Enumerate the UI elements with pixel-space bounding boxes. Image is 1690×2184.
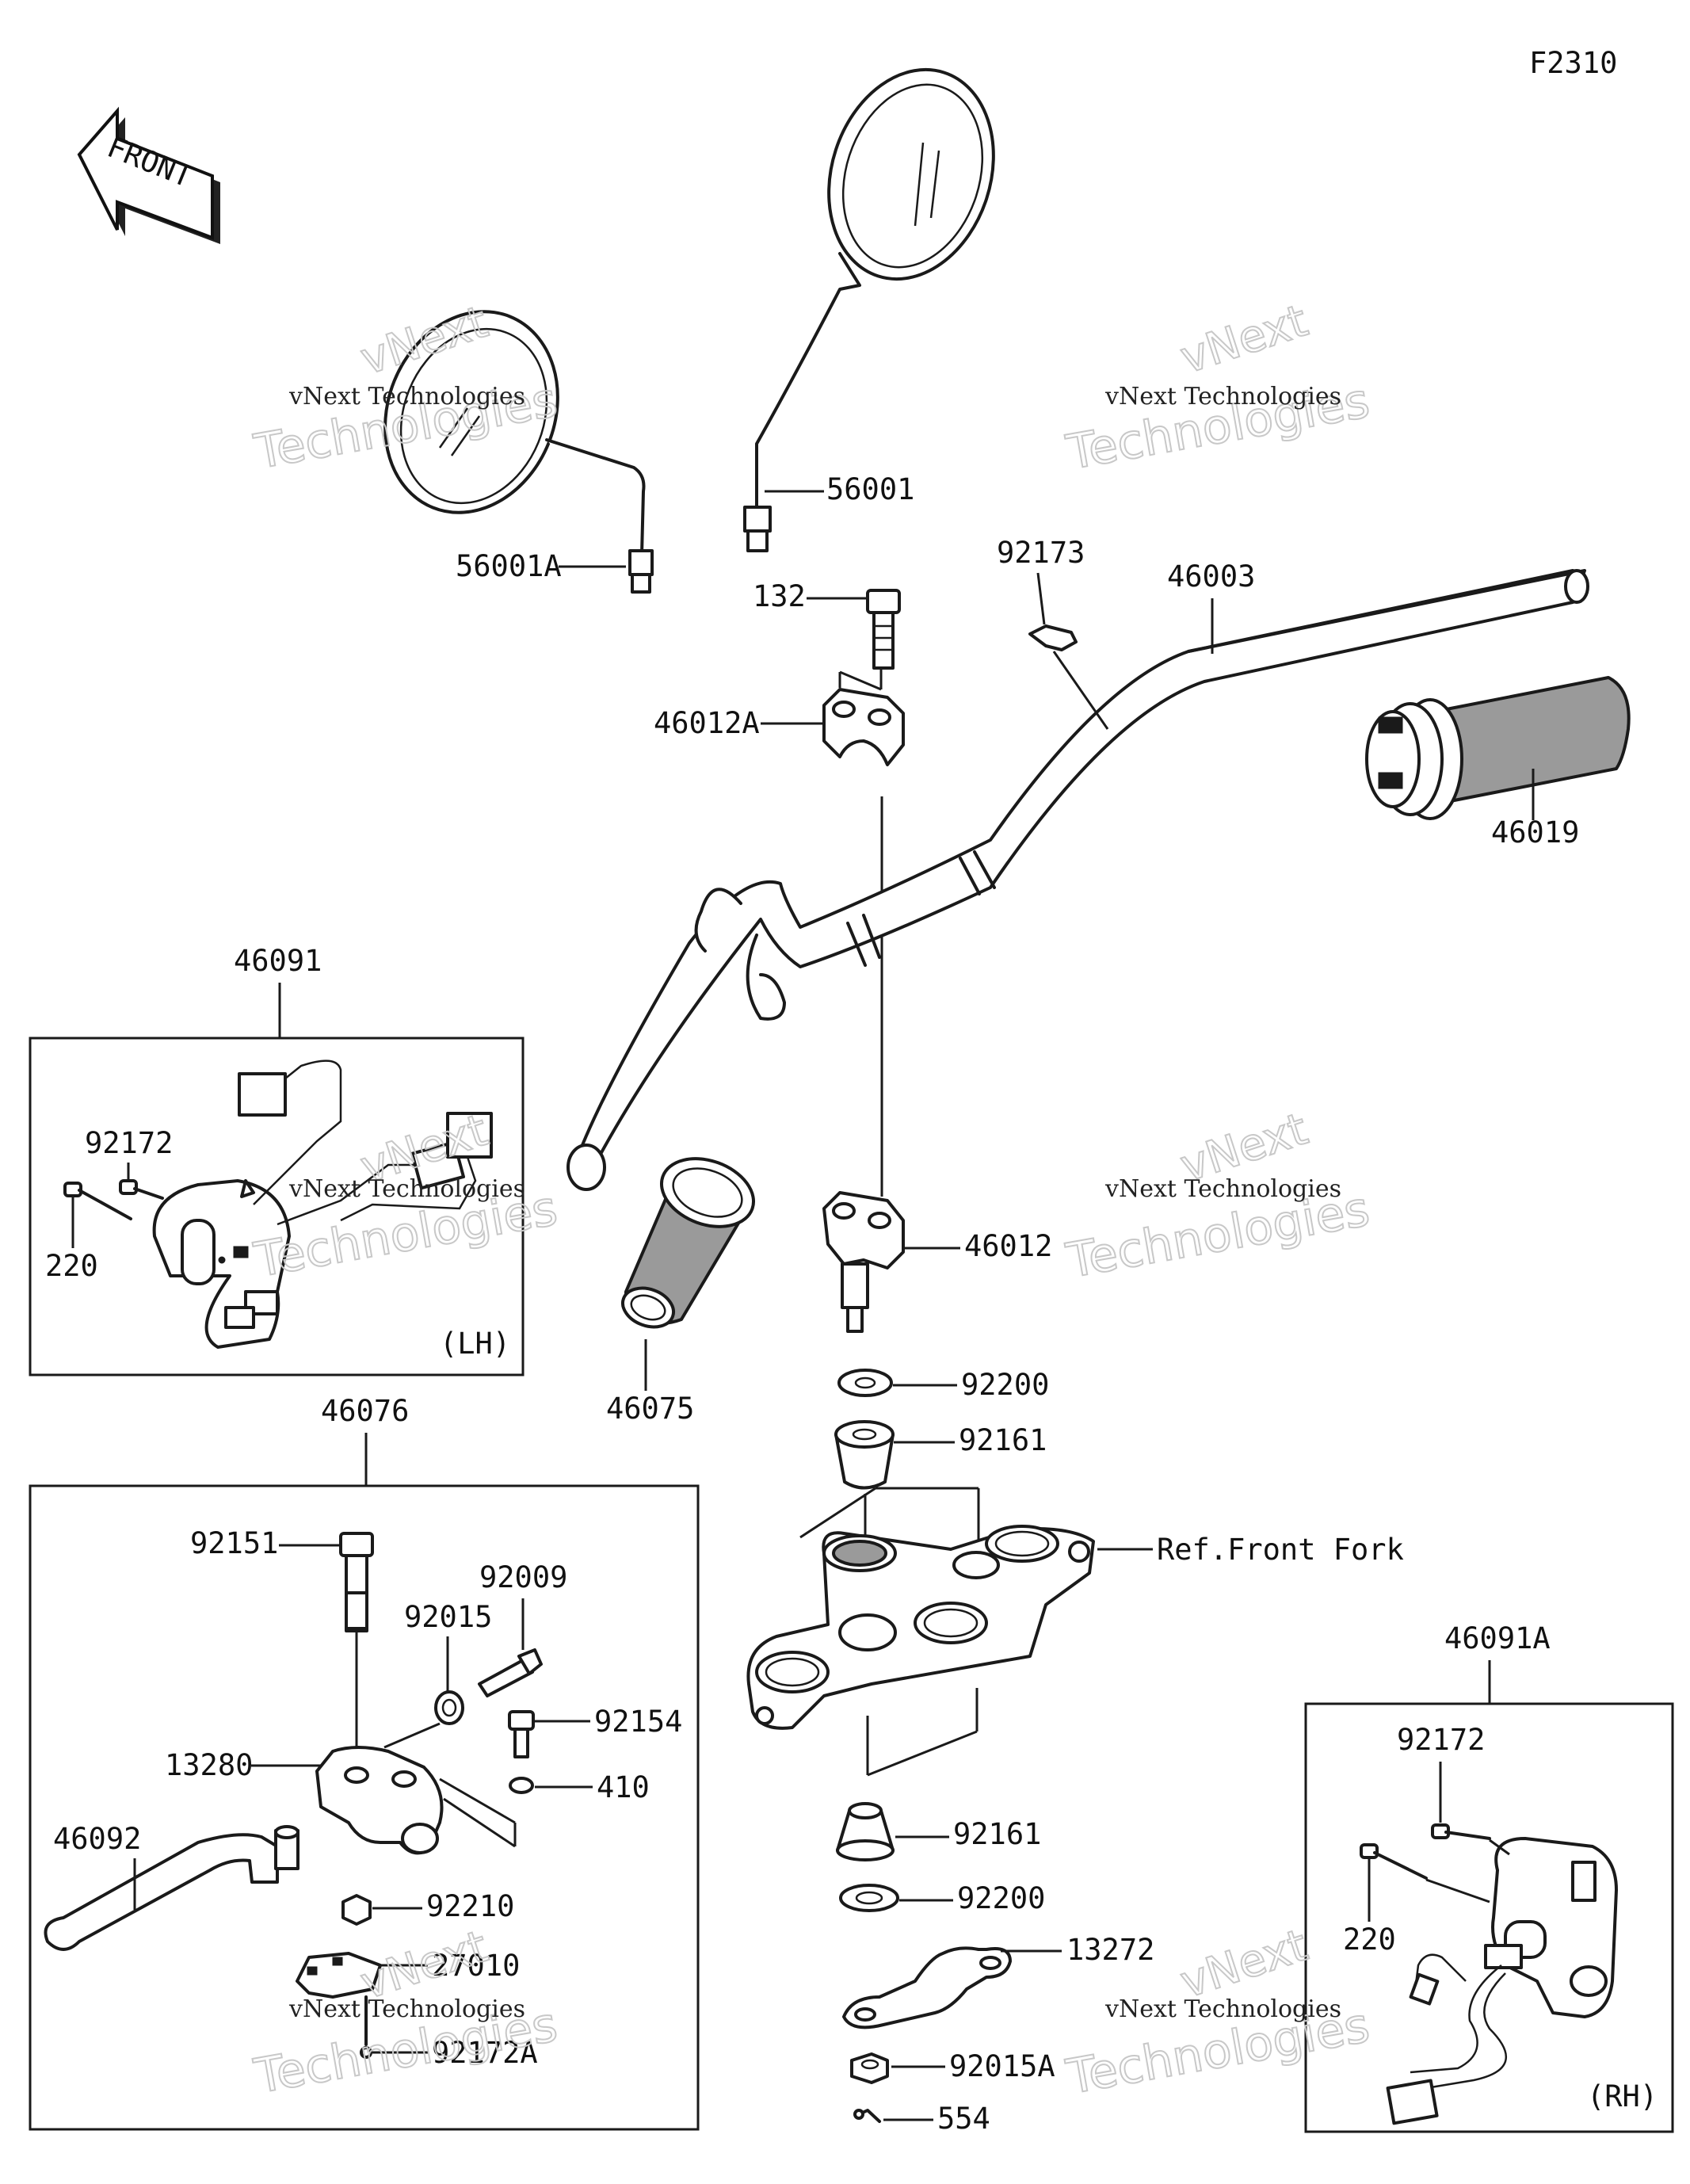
nut-92015A bbox=[850, 2052, 889, 2084]
label-46075: 46075 bbox=[606, 1392, 694, 1426]
screw-92154 bbox=[508, 1710, 535, 1758]
label-92015: 92015 bbox=[404, 1600, 492, 1634]
handlebar-46003 bbox=[567, 569, 1589, 1191]
label-92210: 92210 bbox=[426, 1889, 514, 1923]
label-92161-bottom: 92161 bbox=[953, 1817, 1041, 1851]
label-46012A: 46012A bbox=[654, 706, 760, 740]
left-grip-46075 bbox=[621, 1157, 756, 1329]
washer-92200-bottom bbox=[839, 1884, 899, 1912]
label-rh: (RH) bbox=[1587, 2079, 1658, 2113]
svg-text:vNext Technologies: vNext Technologies bbox=[1104, 1175, 1341, 1203]
label-46091A: 46091A bbox=[1444, 1621, 1551, 1655]
bolt-92151 bbox=[339, 1532, 374, 1632]
box-lever-assembly bbox=[29, 1484, 700, 2131]
box-lh-switch bbox=[29, 1037, 525, 1376]
svg-text:vNext: vNext bbox=[1174, 295, 1314, 384]
label-92161-top: 92161 bbox=[959, 1423, 1047, 1457]
screw-92172A bbox=[360, 1995, 372, 2059]
label-92173: 92173 bbox=[997, 536, 1085, 570]
label-46092: 46092 bbox=[53, 1822, 141, 1856]
watermark-3: vNext Technologies vNext Technologies bbox=[250, 1104, 563, 1289]
plate-13272 bbox=[842, 1946, 1012, 2029]
label-ref-front-fork: Ref.Front Fork bbox=[1157, 1533, 1404, 1567]
mirror-56001 bbox=[743, 67, 995, 552]
label-554: 554 bbox=[937, 2102, 990, 2136]
label-92009: 92009 bbox=[479, 1560, 567, 1594]
label-13280: 13280 bbox=[165, 1748, 253, 1782]
screw-220-rh bbox=[1360, 1843, 1428, 1880]
label-lh: (LH) bbox=[440, 1327, 510, 1361]
svg-text:vNext Technologies: vNext Technologies bbox=[288, 1995, 525, 2023]
label-27010: 27010 bbox=[432, 1949, 520, 1983]
svg-text:vNext Technologies: vNext Technologies bbox=[288, 383, 525, 410]
mirror-56001A bbox=[383, 310, 654, 594]
label-220-lh: 220 bbox=[45, 1249, 98, 1283]
damper-92161-top bbox=[834, 1420, 895, 1490]
watermark-6: vNext Technologies vNext Technologies bbox=[1062, 1919, 1375, 2106]
bolt-132 bbox=[866, 589, 901, 670]
watermark-4: vNext Technologies vNext Technologies bbox=[1062, 1102, 1375, 1289]
label-46012: 46012 bbox=[964, 1229, 1052, 1263]
switch-27010 bbox=[296, 1952, 382, 1999]
label-220-rh: 220 bbox=[1343, 1922, 1396, 1957]
label-13272: 13272 bbox=[1066, 1933, 1154, 1967]
label-56001A: 56001A bbox=[456, 549, 562, 583]
svg-text:vNext Technologies: vNext Technologies bbox=[1104, 1995, 1341, 2023]
box-rh-switch bbox=[1304, 1702, 1674, 2133]
label-46019: 46019 bbox=[1491, 815, 1579, 850]
screw-220-lh bbox=[63, 1182, 132, 1220]
damper-92161-bottom bbox=[836, 1802, 895, 1861]
label-46003: 46003 bbox=[1167, 559, 1255, 594]
lever-46092 bbox=[44, 1825, 299, 1951]
nut-92210 bbox=[341, 1894, 372, 1926]
label-92151: 92151 bbox=[190, 1526, 278, 1560]
clamp-46012A bbox=[822, 688, 905, 766]
label-92172-lh: 92172 bbox=[85, 1126, 173, 1160]
washer-410 bbox=[509, 1777, 534, 1794]
label-46091: 46091 bbox=[234, 944, 322, 978]
label-92172-rh: 92172 bbox=[1397, 1723, 1485, 1757]
label-410: 410 bbox=[597, 1770, 650, 1804]
watermark-2: vNext Technologies vNext Technologies bbox=[1062, 294, 1375, 481]
washer-92200-top bbox=[837, 1369, 893, 1397]
label-92172A: 92172A bbox=[432, 2036, 538, 2070]
label-92200-bottom: 92200 bbox=[957, 1881, 1045, 1915]
label-92015A: 92015A bbox=[949, 2049, 1055, 2083]
nut-92015 bbox=[434, 1690, 464, 1725]
pin-554 bbox=[853, 2109, 881, 2123]
throttle-grip-46019 bbox=[1365, 676, 1631, 820]
triple-clamp bbox=[746, 1525, 1095, 1730]
label-132: 132 bbox=[753, 579, 806, 613]
screw-92009 bbox=[478, 1648, 543, 1697]
label-92200-top: 92200 bbox=[961, 1368, 1049, 1402]
front-direction-arrow-icon: FRONT bbox=[77, 106, 220, 244]
svg-text:vNext Technologies: vNext Technologies bbox=[288, 1175, 525, 1203]
rh-switch-46091A bbox=[1386, 1837, 1618, 2125]
svg-text:vNext Technologies: vNext Technologies bbox=[1104, 383, 1341, 410]
figure-code: F2310 bbox=[1529, 46, 1617, 80]
screw-92172-rh bbox=[1431, 1823, 1491, 1840]
label-92154: 92154 bbox=[594, 1705, 682, 1739]
label-46076: 46076 bbox=[321, 1394, 409, 1428]
clip-92173 bbox=[1028, 624, 1078, 651]
holder-46012 bbox=[822, 1191, 905, 1333]
lever-holder-13280 bbox=[315, 1746, 444, 1855]
label-56001: 56001 bbox=[826, 472, 914, 506]
screw-92172-lh bbox=[119, 1179, 164, 1200]
lh-switch-46091 bbox=[152, 1060, 493, 1349]
